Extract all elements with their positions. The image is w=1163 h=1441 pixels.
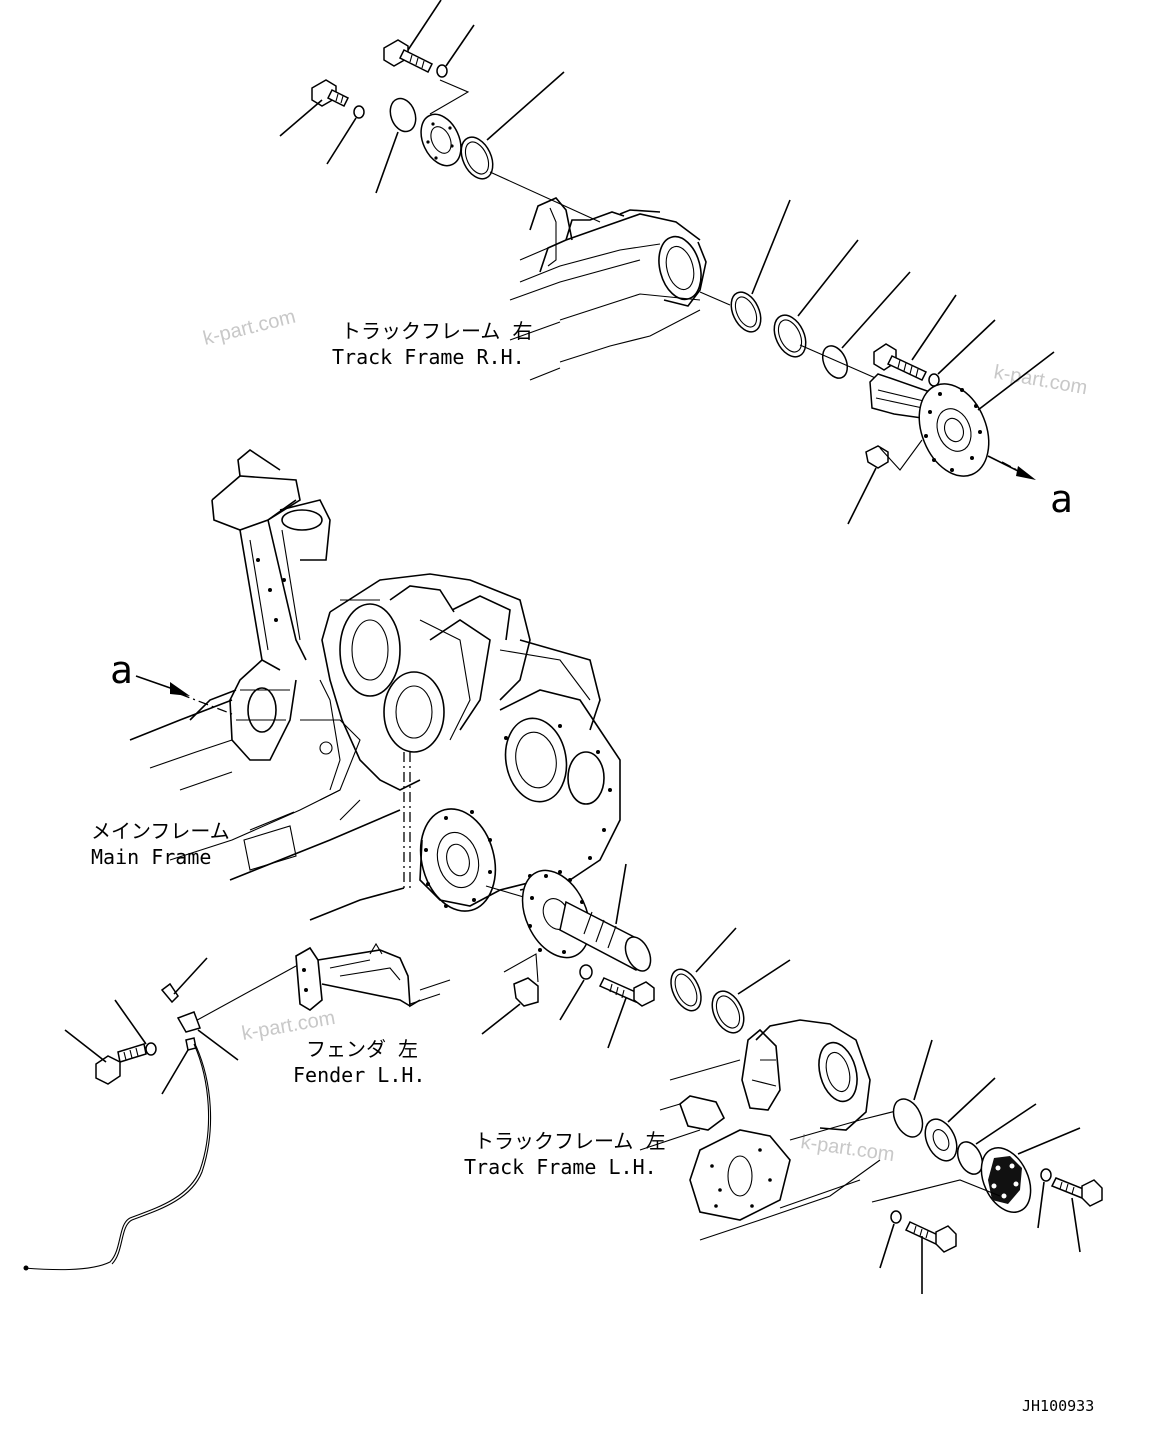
leader-line [1017,1127,1081,1155]
leader-line [937,319,996,375]
fender-lh-label-jp: フェンダ 左 [306,1037,418,1061]
track-frame-rh-label-jp: トラックフレーム 右 [341,319,532,343]
leader-line [841,271,911,349]
leader-line [737,959,791,995]
main-frame [129,449,621,921]
sensor-part [160,982,179,1004]
seal-ring-part [460,136,494,180]
leader-line [607,997,627,1049]
o-ring-part [389,97,417,133]
top-bolts-group [279,0,601,223]
leader-line [975,1103,1037,1145]
seal-ring-part [711,990,745,1034]
watermark: k-part.com [799,1131,896,1166]
lh-spindle-group [481,863,791,1049]
bolt-part [311,79,350,108]
reference-a-label: a [1050,477,1073,521]
leader-line [326,117,357,165]
leader-line [879,1223,895,1269]
o-ring-part [821,345,849,379]
track-frame-lh-label-jp: トラックフレーム 左 [474,1129,665,1153]
leader-line [913,1039,933,1101]
leader-line [481,1003,521,1035]
watermark: k-part.com [992,361,1089,399]
leader-line [695,927,737,973]
leader-line [947,1077,996,1123]
spindle-part-lh [521,869,652,972]
washer-part [1040,1168,1052,1182]
washer-part [579,964,593,980]
bracket-part [176,1011,201,1033]
end-cap-part [980,1147,1032,1213]
leader-line [279,99,323,137]
sensor-group [23,957,297,1271]
lh-side-parts [871,1039,1103,1294]
leader-line [197,1029,239,1061]
track-frame-rh-label-en: Track Frame R.H. [332,345,525,369]
leader-line [751,199,791,295]
leader-line [615,863,627,925]
main-frame-label-jp: メインフレーム [91,819,230,843]
leader-line [486,71,565,141]
leader-line [797,239,859,317]
washer-part [436,64,448,78]
leader-line [375,131,399,194]
bolt-part [383,39,434,74]
rh-side-parts [730,199,1055,525]
plug-part [513,977,539,1007]
o-ring-part [892,1098,924,1138]
watermark: k-part.com [201,306,298,350]
fender-lh [295,942,451,1011]
leader-line [977,351,1055,411]
reference-a-label-left: a [110,648,133,692]
leader-line [445,24,475,67]
leader-line [161,1049,189,1095]
leader-line [173,957,208,995]
reference-a-arrow [135,675,177,691]
track-frame-lh [639,1019,901,1241]
track-frame-rh [509,197,731,381]
leader-line [911,294,957,361]
leader-line [847,467,877,525]
cover-plate-part [420,113,462,167]
leader-line [407,0,442,51]
washer-part [145,1042,157,1056]
plug-part [865,445,889,469]
seal-ring-part [670,968,702,1012]
fender-lh-label-en: Fender L.H. [293,1063,425,1087]
seal-ring-part [773,314,807,358]
track-frame-lh-label-en: Track Frame L.H. [464,1155,657,1179]
leader-line [1037,1181,1045,1229]
o-ring-part [956,1141,984,1175]
cover-plate-part [924,1118,958,1162]
leader-line [114,999,147,1045]
leader-line [64,1029,107,1063]
washer-part [353,105,365,119]
seal-ring-part [730,291,762,333]
main-frame-label-en: Main Frame [91,845,211,869]
sensor-cable [23,1043,210,1271]
flange-mount [419,808,497,912]
leader-line [1071,1197,1081,1253]
drawing-id: JH100933 [1022,1397,1094,1415]
spindle-part-rh [869,373,990,477]
washer-part [890,1210,902,1224]
leader-line [559,979,585,1021]
